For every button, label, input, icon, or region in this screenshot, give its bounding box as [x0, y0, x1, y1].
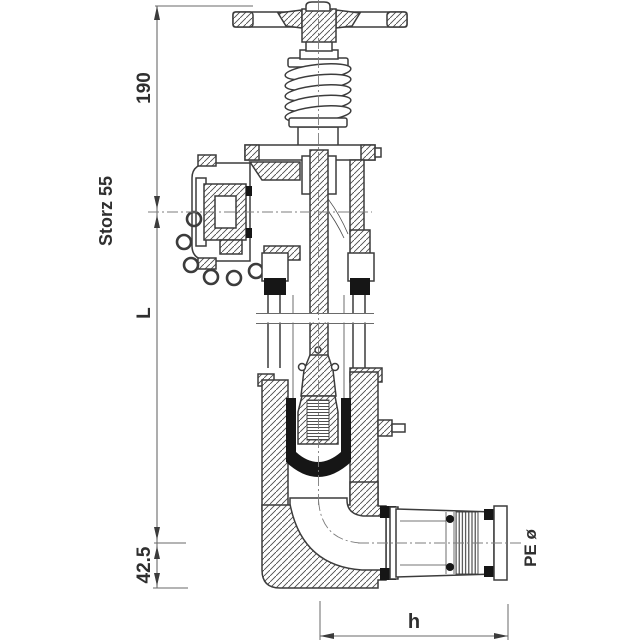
- gasket-top: [246, 186, 252, 196]
- arrow-left-icon: [320, 633, 334, 639]
- end-clip-bottom: [484, 566, 496, 577]
- spindle-rod: [309, 149, 329, 367]
- wheel-rim-right: [386, 11, 408, 28]
- rubber-sleeve-left: [264, 278, 286, 295]
- drain-valve-pin: [391, 423, 406, 433]
- label-pe-diameter: PE ø: [521, 528, 540, 566]
- handwheel-assembly: [232, 1, 408, 128]
- fitting-shading: [400, 520, 446, 566]
- spindle-pin: [314, 346, 322, 354]
- branch-web-top: [248, 161, 301, 181]
- claw-lug-bottom: [197, 257, 217, 270]
- drain-valve-body: [377, 419, 393, 437]
- rubber-sleeve-right: [350, 278, 370, 295]
- centerlines: [148, 0, 524, 544]
- spring-plate-bottom: [288, 117, 348, 128]
- dim-label-42-5: 42.5: [134, 546, 155, 583]
- bonnet-neck: [297, 126, 339, 148]
- dim-label-L: L: [134, 307, 155, 319]
- tube-walls: [267, 295, 366, 368]
- end-clip-top: [484, 509, 496, 520]
- dim-label-190: 190: [134, 72, 155, 104]
- trunnion-right: [330, 362, 340, 372]
- label-storz-55: Storz 55: [96, 176, 116, 246]
- threaded-spindle-end: [306, 399, 330, 441]
- spring: [284, 63, 352, 123]
- axis-bend: [318, 499, 361, 544]
- claw-lug-top: [197, 154, 217, 167]
- arrow-right-icon: [494, 633, 508, 639]
- arrow-up-icon: [154, 546, 160, 559]
- arrow-up-icon: [154, 215, 160, 228]
- handwheel: [232, 1, 408, 43]
- cap-handle: [219, 239, 243, 255]
- flange-section-left: [244, 144, 260, 161]
- wheel-hub: [301, 8, 337, 43]
- arrow-up-icon: [154, 6, 160, 20]
- arrow-down-icon: [154, 527, 160, 540]
- elbow-bore: [289, 497, 387, 571]
- valve-seal: [286, 398, 351, 477]
- valve-seat-section: [257, 354, 406, 511]
- arrow-down-icon: [154, 196, 160, 209]
- break-lines: [256, 313, 374, 324]
- gasket-bottom: [246, 228, 252, 238]
- valve-body-upper: [244, 126, 382, 367]
- vertical-dimension-chain: 190 L 42.5 Storz 55: [96, 5, 253, 589]
- horizontal-dimension-h: h: [319, 601, 509, 640]
- o-ring-top: [446, 515, 454, 523]
- o-ring-bottom: [446, 563, 454, 571]
- arrow-down-icon: [154, 573, 160, 586]
- stem-cap: [305, 1, 331, 12]
- body-wall-right: [349, 159, 365, 235]
- flange-lip: [374, 147, 382, 158]
- dim-label-h: h: [408, 611, 420, 633]
- flange-section-right: [360, 144, 376, 161]
- sleeve-collar-left: [261, 252, 289, 282]
- seat-wall-left: [261, 379, 289, 511]
- elbow-base: [261, 481, 396, 589]
- sleeve-collar-right: [347, 252, 375, 282]
- wheel-rim-left: [232, 11, 254, 28]
- trunnion-left: [297, 362, 307, 372]
